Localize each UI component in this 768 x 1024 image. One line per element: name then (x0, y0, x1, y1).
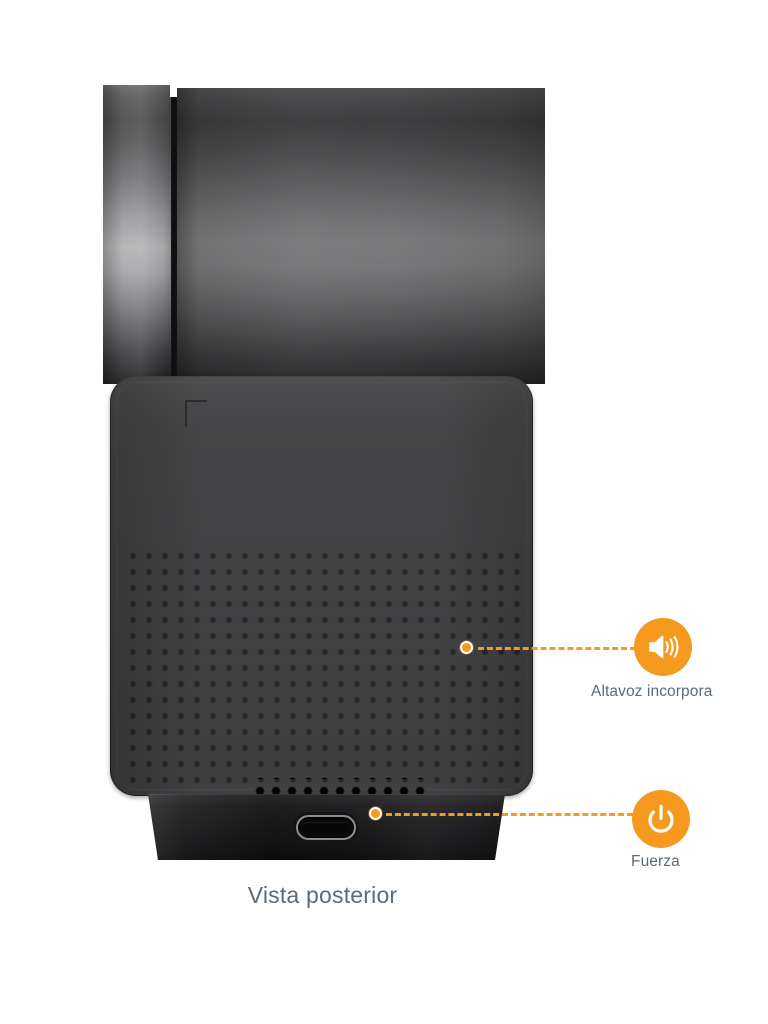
body-seam-line (171, 96, 177, 384)
cylindrical-upper-body (177, 88, 545, 384)
view-caption: Vista posterior (247, 882, 398, 908)
usb-c-port (296, 815, 356, 840)
callout-connector-speaker (478, 647, 636, 650)
power-icon (645, 803, 677, 835)
panel-bevel (116, 382, 527, 790)
callout-label-power: Fuerza (631, 853, 680, 870)
perforated-front-panel (110, 376, 533, 796)
body-top-notch (170, 85, 177, 97)
callout-marker-power[interactable] (369, 807, 382, 820)
device-base-stand (148, 794, 505, 860)
speaker-volume-icon (646, 632, 680, 662)
speaker-perforation-grid (121, 544, 522, 796)
panel-sheen (110, 376, 533, 796)
usb-c-port-opening (302, 822, 350, 833)
callout-label-speaker: Altavoz incorpora (591, 683, 713, 700)
corner-bracket-mark (185, 400, 207, 427)
speaker-grille-zone (249, 778, 427, 796)
callout-badge-power[interactable] (632, 790, 690, 848)
callout-badge-speaker[interactable] (634, 618, 692, 676)
callout-marker-speaker[interactable] (460, 641, 473, 654)
left-side-strip (103, 85, 172, 384)
callout-connector-power (386, 813, 633, 816)
